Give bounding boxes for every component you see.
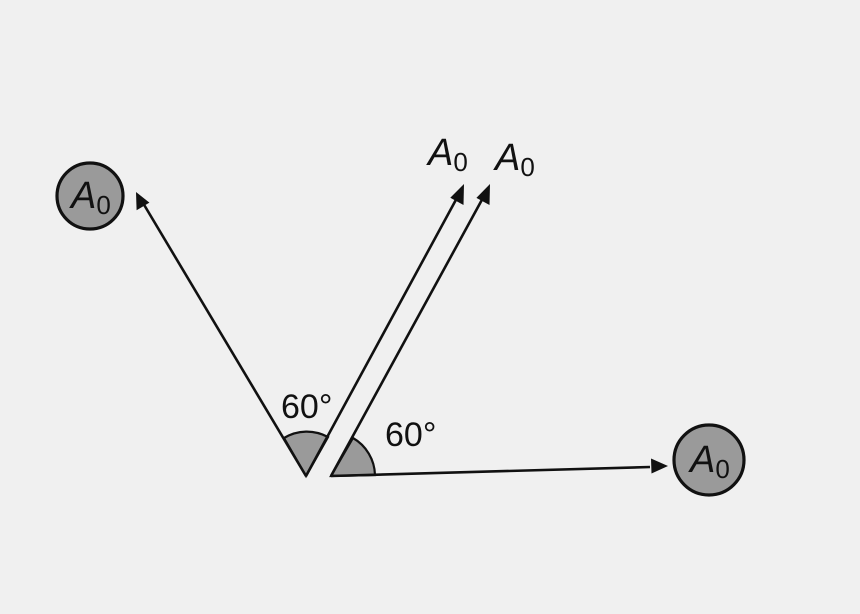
angle-arc-right xyxy=(329,436,377,478)
arrowhead-left xyxy=(136,192,150,211)
angle-arc-left xyxy=(282,430,330,479)
arrowhead-up-1 xyxy=(450,184,464,205)
tip-label-2: A0 xyxy=(493,137,535,182)
node-left-circle xyxy=(55,161,125,231)
vector-up-1 xyxy=(304,195,460,477)
node-right-circle xyxy=(672,423,746,497)
angle-label-right: 60° xyxy=(385,416,436,454)
vector-right xyxy=(330,465,651,478)
tip-label-1: A0 xyxy=(426,132,468,177)
vector-left xyxy=(141,202,308,477)
node-right-label: A0 xyxy=(688,439,730,484)
arrowhead-right xyxy=(651,458,668,474)
vector-up-2 xyxy=(329,195,486,477)
angle-label-left: 60° xyxy=(281,388,332,426)
node-left-label: A0 xyxy=(69,175,111,220)
arrowhead-up-2 xyxy=(476,184,490,205)
